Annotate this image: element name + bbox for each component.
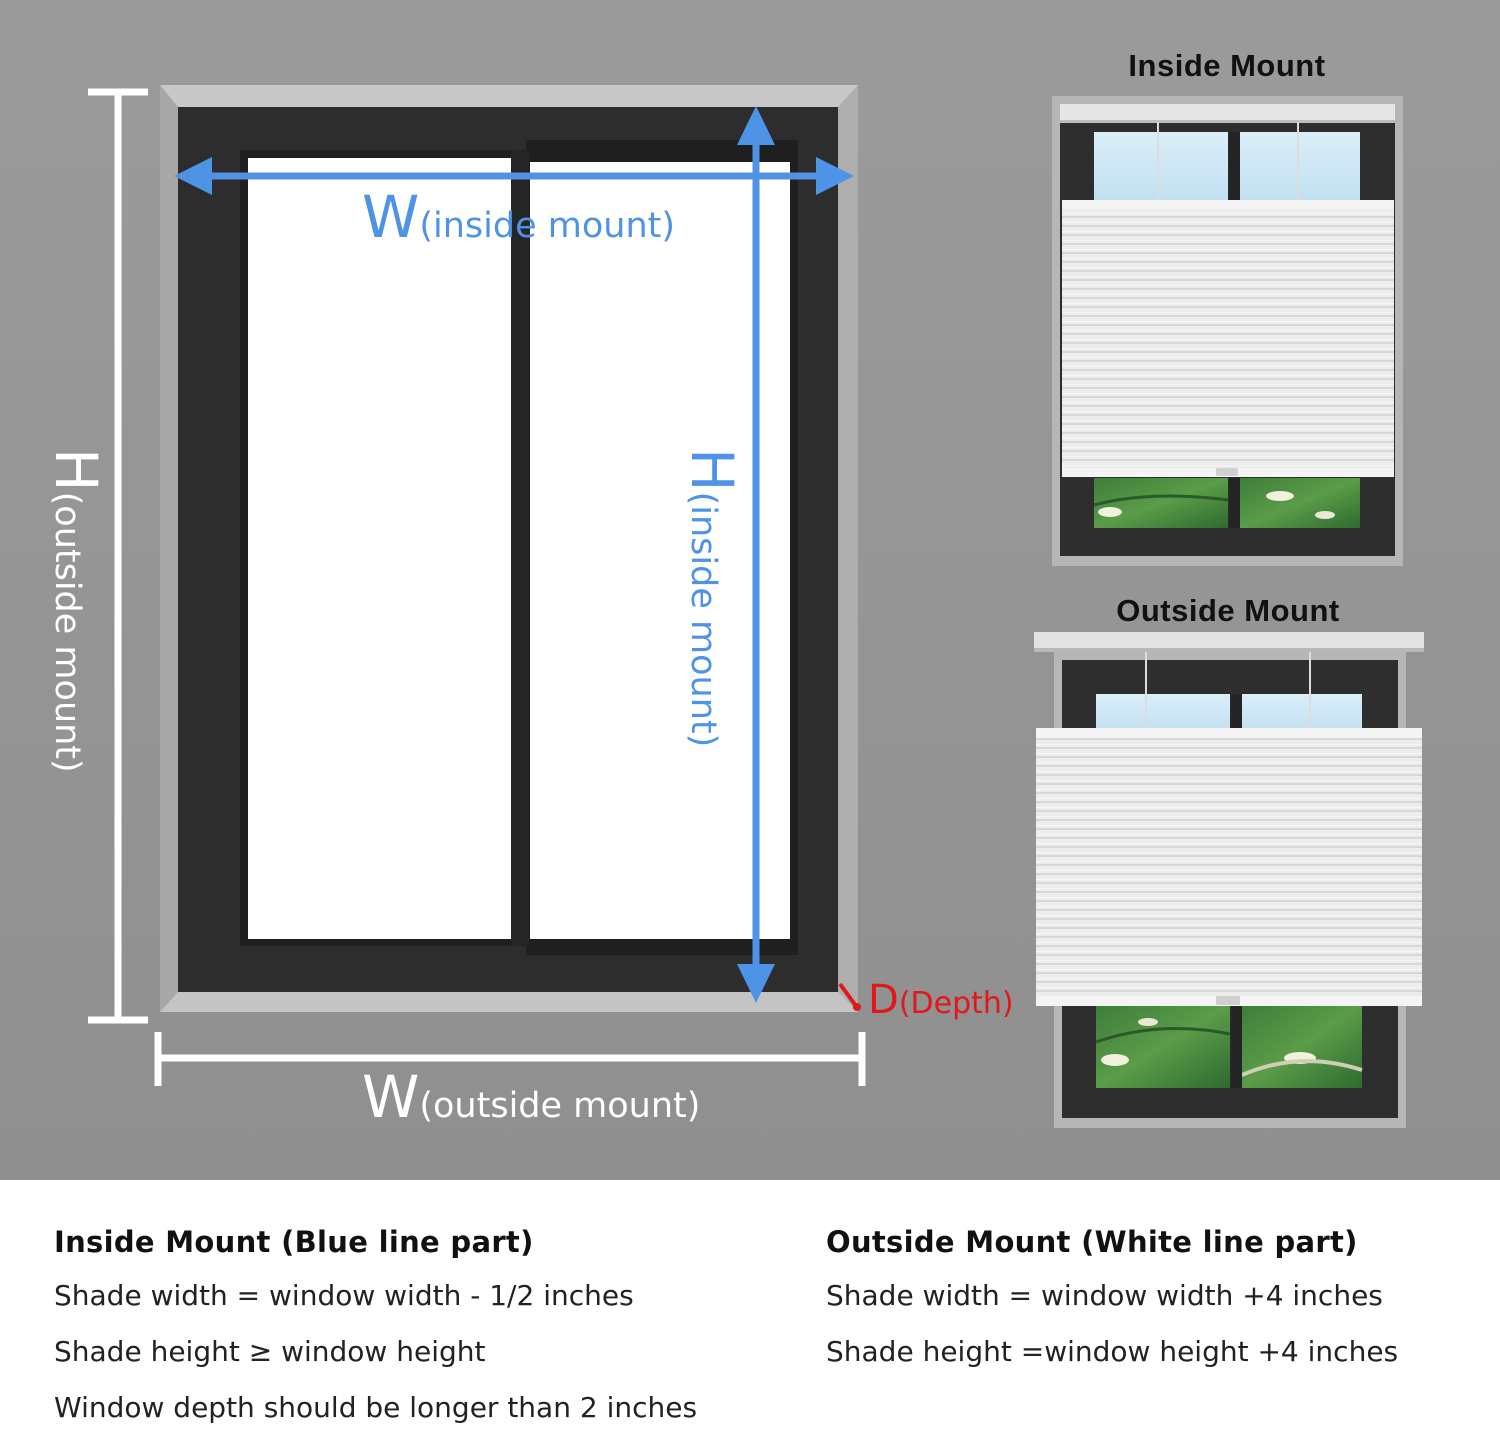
outside-mount-example (1034, 632, 1424, 1128)
inside-width-label: W(inside mount) (362, 183, 675, 251)
inside-height-arrow (737, 106, 775, 1003)
inside-mount-shade (1062, 202, 1394, 470)
inside-width-arrow (174, 157, 854, 195)
inside-mount-notes: Inside Mount (Blue line part) Shade widt… (54, 1224, 794, 1446)
outside-width-label: W(outside mount) (362, 1063, 700, 1131)
inside-mount-heading: Inside Mount (Blue line part) (54, 1225, 534, 1259)
outside-mount-rule: Shade height =window height +4 inches (826, 1335, 1399, 1368)
main-window (160, 85, 858, 1012)
window-mullion (511, 150, 529, 946)
outside-mount-rule: Shade width = window width +4 inches (826, 1279, 1383, 1312)
inside-mount-rule: Window depth should be longer than 2 inc… (54, 1391, 698, 1424)
inside-mount-rule: Shade height ≥ window height (54, 1335, 486, 1368)
inside-mount-title: Inside Mount (1128, 48, 1325, 83)
right-glass-pane (530, 162, 790, 939)
inside-mount-rule: Shade width = window width - 1/2 inches (54, 1279, 634, 1312)
instructions-panel: Inside Mount (Blue line part) Shade widt… (0, 1180, 1500, 1438)
measurement-diagram: W(inside mount) H(inside mount) H(outsid… (0, 0, 1500, 1180)
depth-label: D(Depth) (868, 977, 1014, 1023)
outside-width-line (154, 1032, 866, 1086)
outside-mount-notes: Outside Mount (White line part) Shade wi… (826, 1224, 1486, 1390)
outside-mount-heading: Outside Mount (White line part) (826, 1225, 1358, 1259)
outside-mount-shade (1036, 730, 1422, 1000)
outside-height-label: H(outside mount) (42, 448, 110, 773)
left-glass-pane (248, 158, 511, 939)
inside-mount-example (1052, 96, 1403, 566)
outside-height-line (88, 88, 148, 1024)
inside-height-label: H(inside mount) (678, 448, 746, 747)
depth-mark (838, 982, 861, 1011)
outside-mount-title: Outside Mount (1116, 593, 1339, 628)
